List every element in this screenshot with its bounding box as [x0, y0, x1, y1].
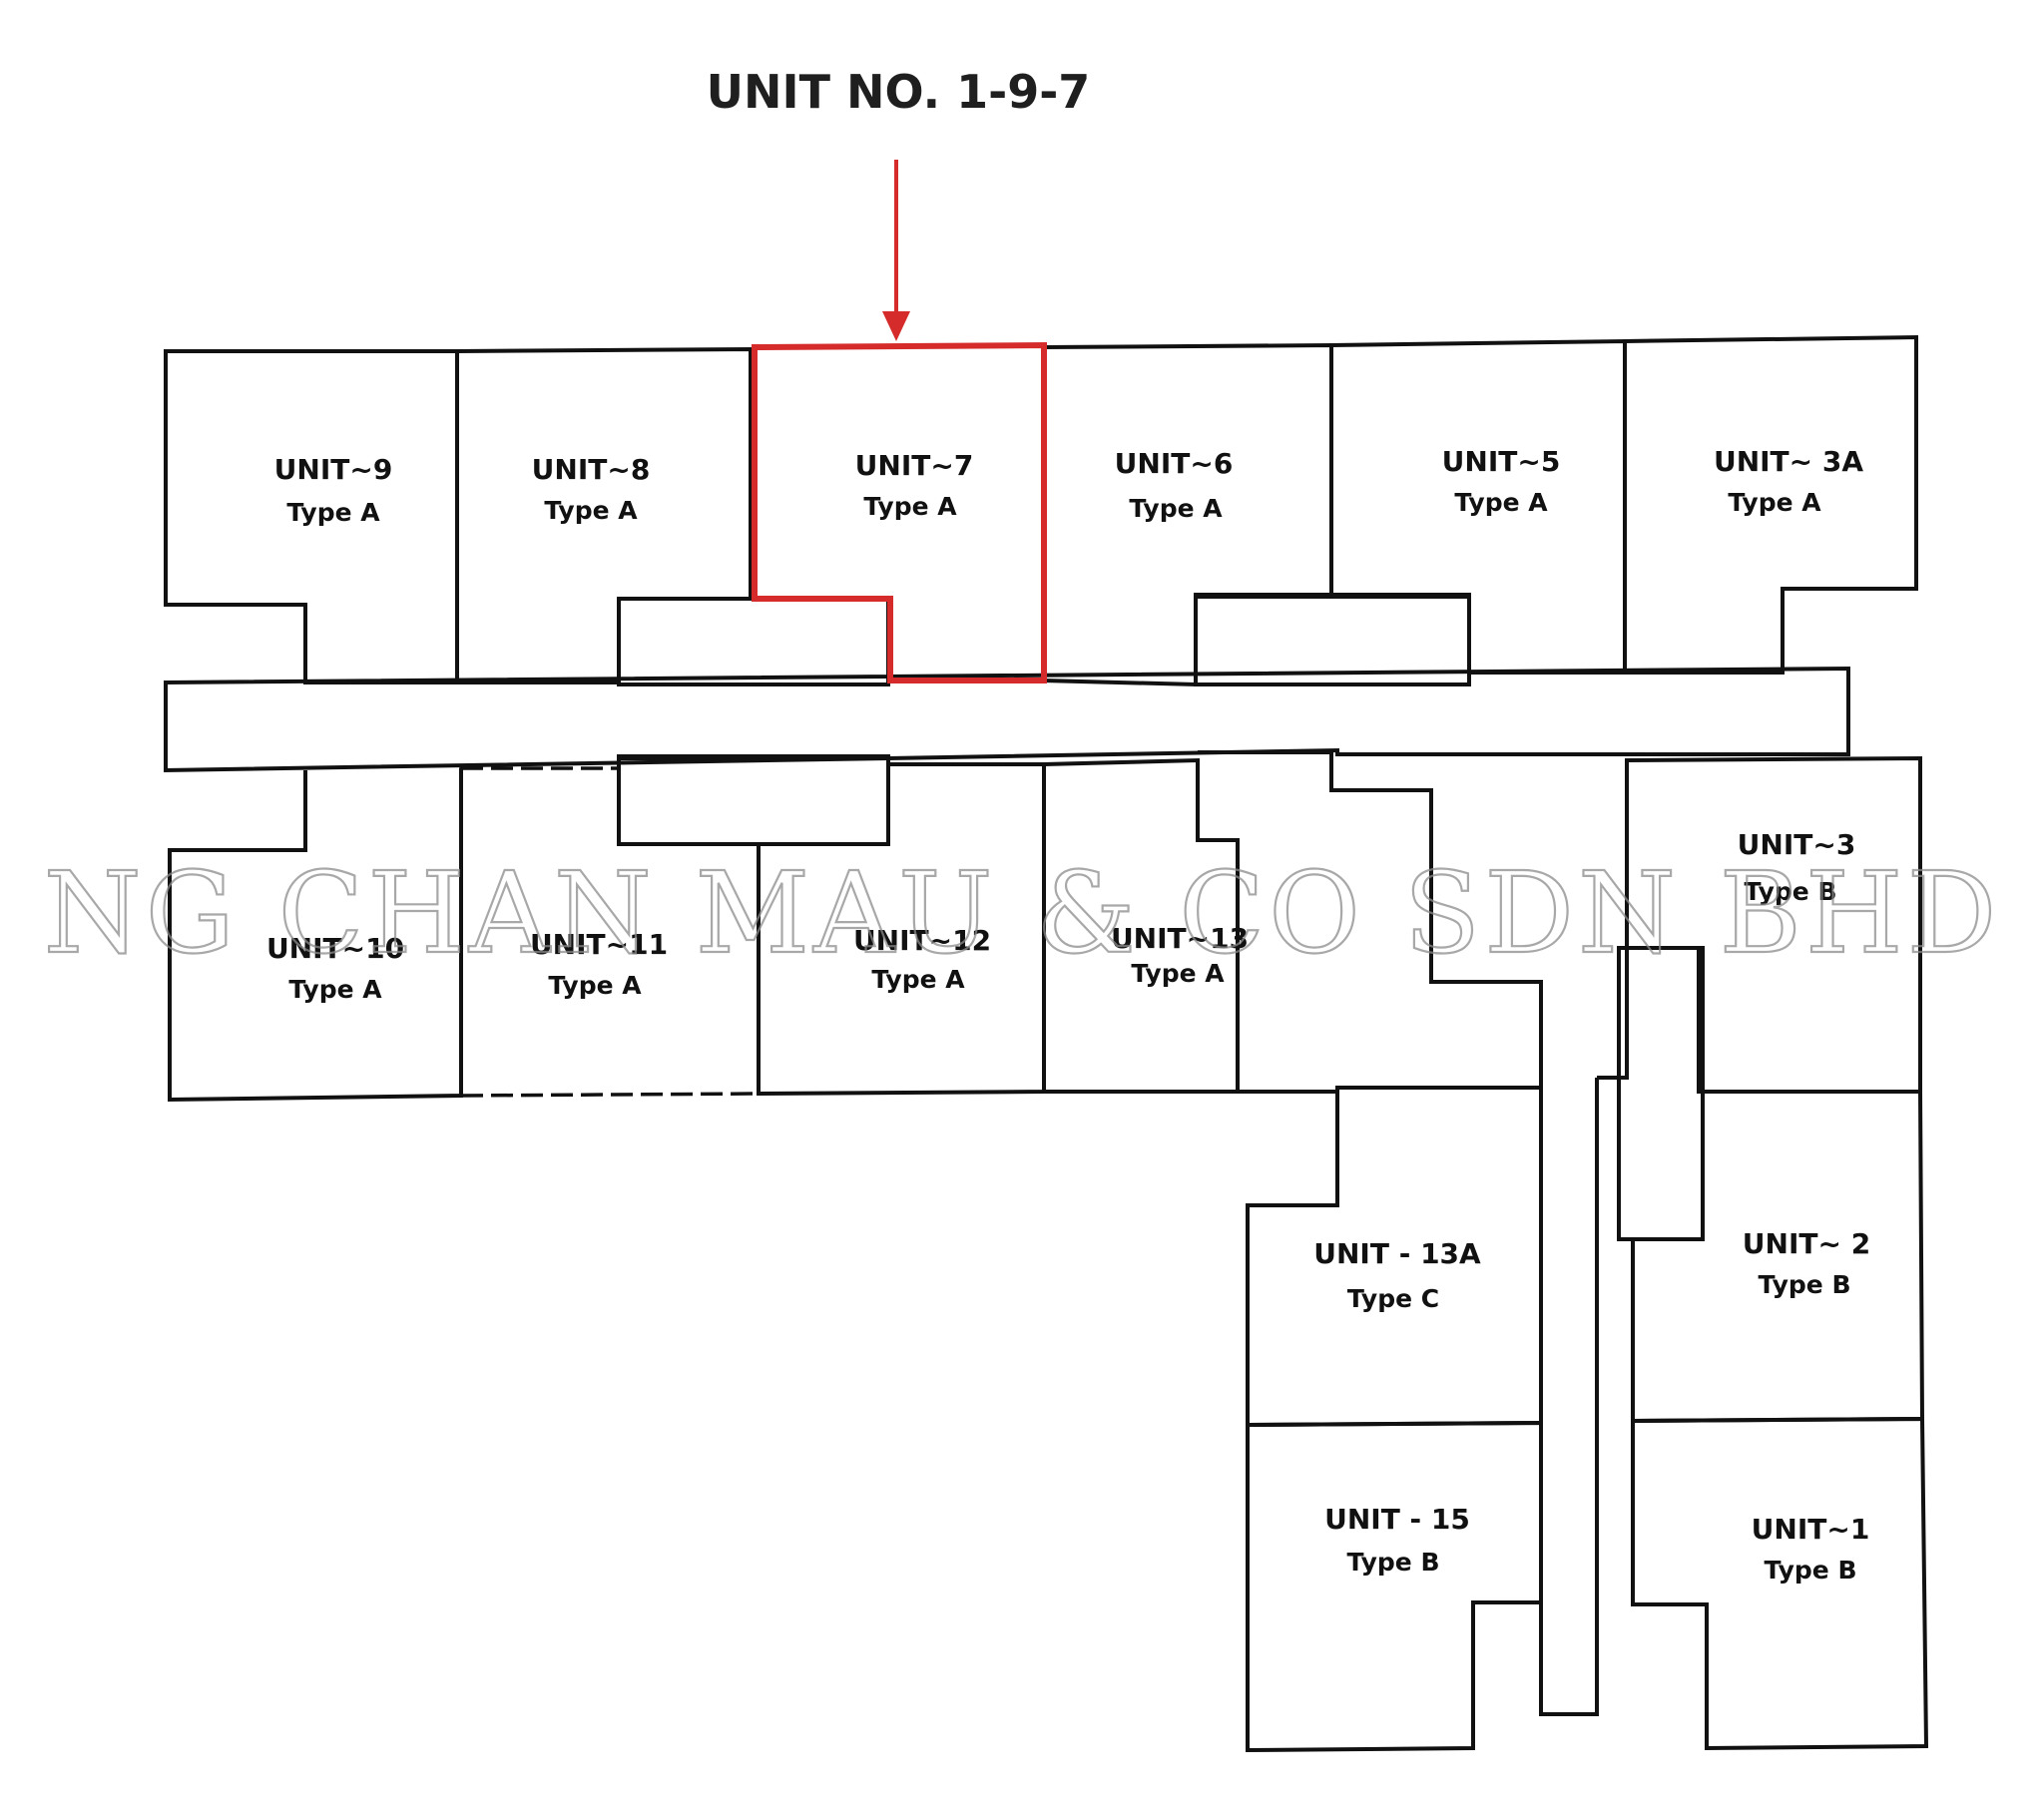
svg-text:UNIT - 13A: UNIT - 13A — [1313, 1237, 1481, 1270]
lift-core-bottom — [617, 754, 890, 846]
unit-label-3a: UNIT~ 3A Type A — [1714, 445, 1863, 517]
unit-label-12: UNIT~12 Type A — [853, 924, 991, 994]
svg-text:UNIT~10: UNIT~10 — [266, 932, 404, 965]
unit-number-title: UNIT NO. 1-9-7 — [707, 65, 1091, 119]
unit-label-13: UNIT~13 Type A — [1111, 922, 1249, 988]
svg-text:UNIT~ 3A: UNIT~ 3A — [1714, 445, 1863, 478]
svg-text:UNIT~8: UNIT~8 — [532, 453, 651, 486]
unit-label-10: UNIT~10 Type A — [266, 932, 404, 1004]
svg-text:UNIT - 15: UNIT - 15 — [1324, 1503, 1470, 1536]
svg-text:Type A: Type A — [871, 965, 965, 994]
svg-text:Type A: Type A — [548, 971, 642, 1000]
unit-15-outline — [1246, 1420, 1543, 1753]
corridor-outline — [164, 666, 1850, 773]
svg-text:Type A: Type A — [1454, 488, 1548, 517]
unit-3a-outline — [1623, 334, 1918, 675]
svg-text:UNIT~13: UNIT~13 — [1111, 922, 1249, 955]
unit-label-8: UNIT~8 Type A — [532, 453, 651, 525]
svg-text:Type A: Type A — [1129, 494, 1223, 523]
lift-core-top-left — [617, 597, 890, 686]
svg-text:Type A: Type A — [288, 975, 382, 1004]
svg-text:Type C: Type C — [1347, 1284, 1439, 1313]
pointer-arrow — [882, 160, 910, 341]
svg-text:UNIT~11: UNIT~11 — [530, 928, 668, 961]
svg-text:UNIT~ 2: UNIT~ 2 — [1743, 1227, 1870, 1260]
unit-label-15: UNIT - 15 Type B — [1324, 1503, 1470, 1577]
lift-core-top-right — [1194, 593, 1471, 686]
unit-label-13a: UNIT - 13A Type C — [1313, 1237, 1481, 1313]
svg-text:UNIT~12: UNIT~12 — [853, 924, 991, 957]
watermark-text: NG CHAN MAU & CO SDN BHD — [44, 849, 2001, 979]
unit-label-3: UNIT~3 Type B — [1738, 828, 1856, 906]
svg-text:UNIT~5: UNIT~5 — [1442, 445, 1561, 478]
svg-text:UNIT~7: UNIT~7 — [855, 449, 974, 482]
unit-label-2: UNIT~ 2 Type B — [1743, 1227, 1870, 1299]
svg-text:Type A: Type A — [1131, 959, 1225, 988]
unit-1-outline — [1631, 1416, 1929, 1751]
unit-label-9: UNIT~9 Type A — [274, 453, 393, 527]
lift-core-right — [1617, 946, 1705, 1241]
svg-text:Type B: Type B — [1765, 1556, 1857, 1585]
unit-13-right-wall — [1238, 1088, 1339, 1094]
svg-text:Type B: Type B — [1347, 1548, 1440, 1577]
svg-text:UNIT~6: UNIT~6 — [1115, 447, 1234, 480]
svg-text:Type A: Type A — [544, 496, 638, 525]
unit-label-5: UNIT~5 Type A — [1442, 445, 1561, 517]
unit-label-1: UNIT~1 Type B — [1752, 1513, 1870, 1585]
unit-7-highlight — [752, 341, 1047, 683]
svg-text:Type A: Type A — [1728, 488, 1821, 517]
svg-text:UNIT~9: UNIT~9 — [274, 453, 393, 486]
svg-text:Type A: Type A — [863, 492, 957, 521]
unit-13-outline — [1042, 757, 1240, 1094]
svg-text:Type B: Type B — [1745, 877, 1837, 906]
svg-text:UNIT~1: UNIT~1 — [1752, 1513, 1870, 1546]
right-column-left-wall — [1597, 760, 1629, 1080]
unit-label-11: UNIT~11 Type A — [530, 928, 668, 1000]
unit-label-6: UNIT~6 Type A — [1115, 447, 1234, 523]
svg-text:Type B: Type B — [1759, 1270, 1851, 1299]
stepped-wall — [1198, 750, 1599, 1716]
svg-text:Type A: Type A — [286, 498, 380, 527]
svg-text:UNIT~3: UNIT~3 — [1738, 828, 1856, 861]
unit-label-7: UNIT~7 Type A — [855, 449, 974, 521]
